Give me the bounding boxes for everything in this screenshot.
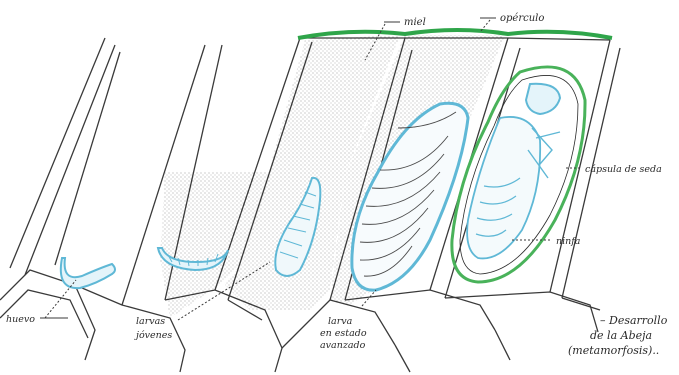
label-ninfa: ninfa [556, 236, 581, 247]
cell-1-wall-right [55, 52, 120, 265]
hex-bottom-5b [495, 330, 510, 360]
cell-1-wall-inner [25, 45, 115, 275]
label-capsula: cápsula de seda [585, 164, 662, 175]
label-larva-2: en estado [320, 328, 367, 339]
caption-line-1: – Desarrollo [600, 314, 668, 327]
label-operculo: opérculo [500, 13, 544, 24]
label-larva-1: larva [328, 316, 353, 327]
caption-line-3: (metamorfosis).. [568, 344, 659, 357]
label-huevo: huevo [6, 314, 35, 325]
label-larvas-1: larvas [136, 316, 165, 327]
label-larva-3: avanzado [320, 340, 366, 351]
huevo-leader [45, 280, 76, 318]
label-miel: miel [404, 17, 426, 28]
hex-bottom-4b [395, 345, 410, 372]
caption-line-2: de la Abeja [590, 329, 652, 342]
hex-bottom-6 [445, 292, 598, 332]
egg [61, 258, 115, 288]
label-larvas-2: jóvenes [134, 330, 172, 341]
hex-bottom-6b [562, 298, 600, 310]
cell-1-wall-left [10, 38, 105, 268]
